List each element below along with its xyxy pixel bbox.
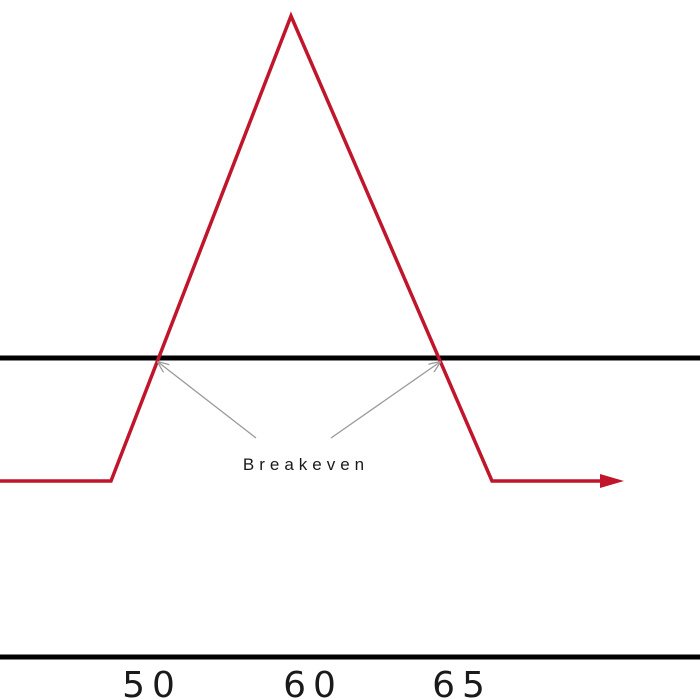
payoff-line — [0, 11, 612, 483]
breakeven-label: Breakeven — [243, 455, 369, 474]
strike-label-50: 50 — [122, 665, 182, 700]
breakeven-arrow-left — [158, 362, 257, 439]
payoff-arrowhead — [600, 474, 624, 488]
strike-label-60: 60 — [283, 665, 343, 700]
strike-label-65: 65 — [432, 665, 492, 700]
breakeven-arrow-right — [330, 362, 440, 439]
